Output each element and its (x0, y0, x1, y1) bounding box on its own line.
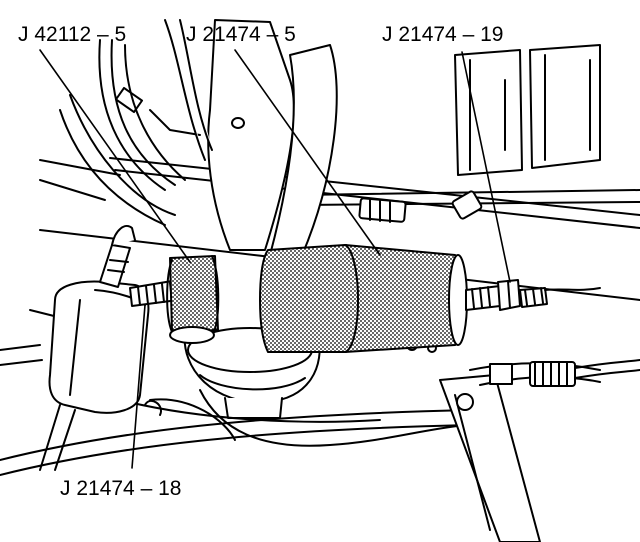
leader-line-tool-1 (39, 49, 191, 263)
callout-tool-3: J 21474 – 19 (382, 23, 504, 46)
background-panels (454, 44, 601, 176)
adapter-ring (166, 255, 220, 344)
line-fitting (358, 190, 483, 223)
leader-line-tool-2 (234, 49, 381, 256)
leader-line-tool-3 (461, 51, 511, 283)
fuel-filter (0, 280, 150, 471)
callout-tool-1: J 42112 – 5 (18, 23, 127, 46)
knuckle-arm (164, 19, 338, 261)
lower-control-arm (0, 389, 471, 476)
stabilizer-link (439, 359, 640, 542)
leader-lines (39, 49, 511, 469)
forcing-screw-right (465, 279, 601, 311)
receiver-cylinder (259, 244, 468, 353)
hose-fitting (99, 225, 136, 288)
callout-tool-4: J 21474 – 18 (60, 477, 182, 500)
callout-tool-2: J 21474 – 5 (186, 23, 296, 46)
leader-line-tool-4 (131, 304, 146, 469)
